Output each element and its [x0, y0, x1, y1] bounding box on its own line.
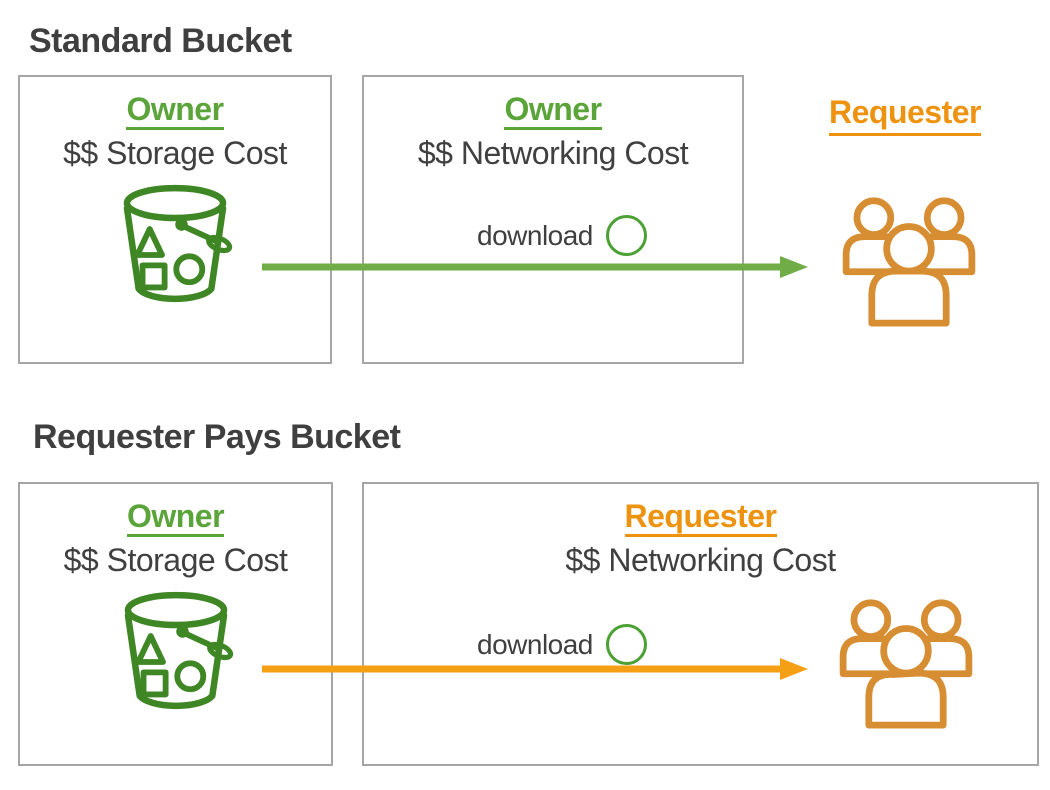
- standard-networking-cost: $$ Networking Cost: [417, 135, 689, 171]
- users-group-icon: [838, 596, 974, 738]
- requester-pays-download-indicator: download: [477, 624, 647, 665]
- download-circle-icon: [605, 215, 647, 256]
- standard-download-label: download: [477, 219, 593, 251]
- requester-pays-section-title: Requester Pays Bucket: [33, 418, 401, 456]
- requester-pays-networking-cost: $$ Networking Cost: [565, 542, 836, 578]
- standard-section-title: Standard Bucket: [29, 22, 292, 60]
- requester-pays-storage-box: Owner $$ Storage Cost: [18, 482, 333, 766]
- standard-networking-role-text: Owner: [504, 93, 602, 130]
- standard-storage-box: Owner $$ Storage Cost: [18, 75, 332, 364]
- s3-bucket-icon: [111, 588, 241, 723]
- s3-bucket-icon: [110, 181, 240, 316]
- requester-pays-storage-role-text: Owner: [126, 500, 225, 537]
- standard-storage-role-text: Owner: [126, 93, 224, 130]
- requester-pays-networking-role-text: Requester: [624, 500, 777, 537]
- requester-pays-download-label: download: [477, 628, 593, 660]
- requester-pays-storage-cost: $$ Storage Cost: [63, 542, 288, 578]
- standard-requester-label: Requester: [795, 94, 1015, 136]
- requester-pays-storage-role: Owner: [20, 500, 331, 537]
- standard-requester-label-text: Requester: [829, 94, 982, 136]
- standard-storage-role: Owner: [20, 93, 330, 130]
- download-circle-icon: [605, 624, 647, 665]
- users-group-icon: [841, 194, 977, 336]
- standard-flow-arrow: [262, 256, 808, 278]
- standard-networking-box: Owner $$ Networking Cost download: [362, 75, 744, 364]
- standard-storage-cost: $$ Storage Cost: [63, 135, 287, 171]
- standard-networking-role: Owner: [364, 93, 742, 130]
- requester-pays-networking-role: Requester: [364, 500, 1037, 537]
- standard-download-indicator: download: [477, 215, 647, 256]
- requester-pays-flow-arrow: [262, 658, 808, 680]
